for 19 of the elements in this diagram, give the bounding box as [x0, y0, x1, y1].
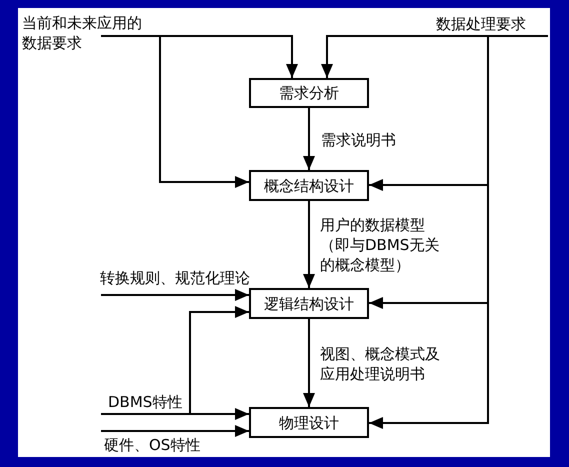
process-box: 需求分析: [249, 78, 369, 108]
input-text: DBMS特性: [101, 392, 191, 414]
arrow: [101, 408, 249, 420]
input-text: 数据处理要求: [436, 14, 548, 36]
process-box: 物理设计: [249, 407, 369, 438]
arrow: [101, 425, 249, 437]
input-text: 当前和未来应用的数据要求: [22, 13, 150, 55]
input-text: 硬件、OS特性: [101, 431, 211, 457]
arrow: [101, 289, 249, 301]
edge-label: 视图、概念模式及应用处理说明书: [320, 344, 441, 384]
arrow: [101, 35, 249, 188]
arrow: [303, 108, 315, 170]
arrow: [303, 319, 315, 407]
arrow: [303, 201, 315, 288]
arrow: [369, 35, 548, 429]
process-box: 概念结构设计: [249, 170, 369, 201]
edge-label: 用户的数据模型（即与DBMS无关的概念模型）: [320, 215, 440, 275]
edge-label: 需求说明书: [321, 130, 397, 150]
process-box: 逻辑结构设计: [249, 288, 369, 319]
